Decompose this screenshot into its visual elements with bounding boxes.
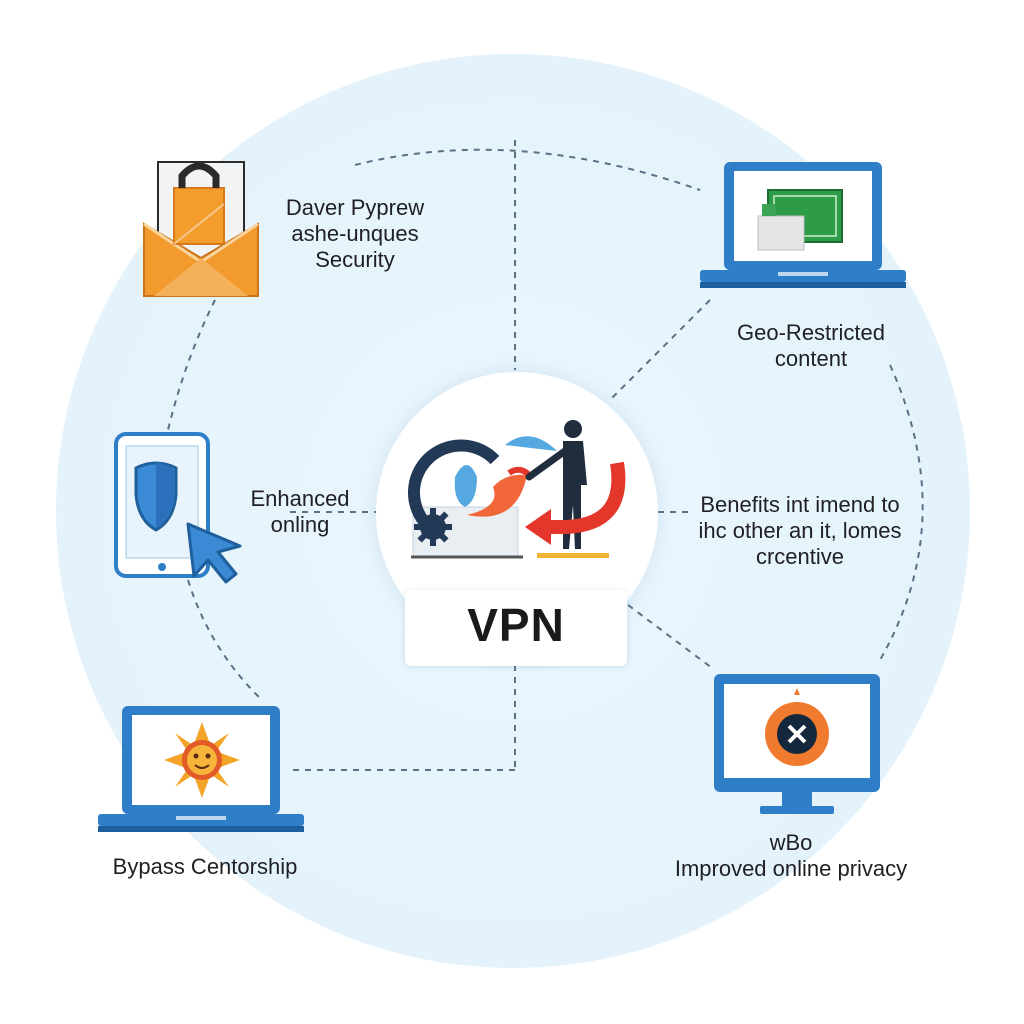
tablet-shield-icon — [114, 432, 242, 584]
top-arc — [354, 148, 701, 191]
censorship-label: Bypass Centorship — [96, 854, 314, 880]
security-label: Daver Pyprew ashe-unques Security — [270, 195, 440, 273]
laptop-map-icon — [700, 162, 906, 288]
privacy-line-1: wBo — [769, 830, 813, 855]
vpn-title: VPN — [467, 599, 565, 651]
vpn-plate — [405, 590, 627, 666]
right-arc — [879, 364, 924, 661]
geo-line-2: content — [774, 346, 848, 371]
security-line-1: Daver Pyprew — [285, 195, 425, 220]
enhanced-line-2: onling — [270, 512, 330, 537]
privacy-line-2: Improved online privacy — [674, 856, 908, 881]
left-arc-upper — [167, 299, 216, 431]
monitor-blocked-icon — [714, 674, 880, 814]
geo-restricted-label: Geo-Restricted content — [720, 320, 902, 372]
privacy-connector — [627, 604, 713, 669]
benefits-line-1: Benefits int imend to — [700, 492, 900, 517]
benefits-line-3: crcentive — [755, 544, 845, 569]
left-arc-lower — [187, 579, 263, 701]
security-line-2: ashe-unques — [291, 221, 419, 246]
vpn-connection-icon — [408, 420, 626, 559]
laptop-sun-icon — [98, 706, 304, 832]
geo-line-1: Geo-Restricted — [737, 320, 885, 345]
benefits-label: Benefits int imend to ihc other an it, l… — [682, 492, 918, 570]
censorship-line-1: Bypass Centorship — [112, 854, 298, 879]
enhanced-line-1: Enhanced — [250, 486, 350, 511]
benefits-line-2: ihc other an it, lomes — [698, 518, 902, 543]
envelope-lock-icon — [143, 161, 259, 297]
geo-connector — [609, 299, 711, 401]
security-line-3: Security — [315, 247, 395, 272]
privacy-label: wBo Improved online privacy — [660, 830, 922, 882]
enhanced-label: Enhanced onling — [236, 486, 364, 538]
